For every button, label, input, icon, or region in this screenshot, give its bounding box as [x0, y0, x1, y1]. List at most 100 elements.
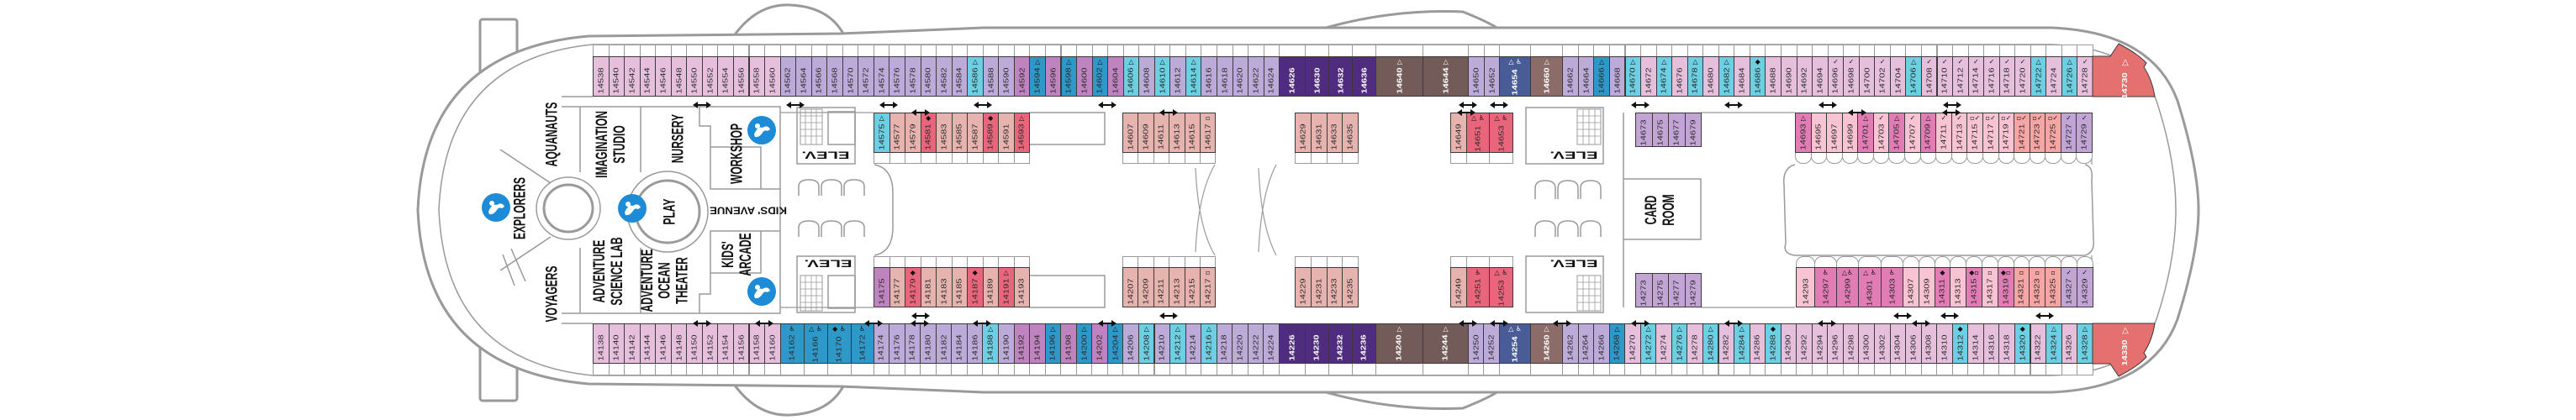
cabin-14180[interactable]: 14180 [920, 323, 937, 364]
cabin-14268[interactable]: △14268 [1608, 323, 1626, 364]
cabin-14554[interactable]: 14554 [717, 56, 734, 97]
cabin-14717[interactable]: ▫✓14717 [1982, 113, 1999, 153]
cabin-14710[interactable]: ✓14710 [1936, 56, 1954, 97]
cabin-14674[interactable]: △14674 [1655, 56, 1673, 97]
cabin-14266[interactable]: 14266 [1593, 323, 1610, 364]
cabin-14323[interactable]: ▫14323 [2029, 267, 2046, 307]
cabin-14284[interactable]: △14284 [1734, 323, 1750, 364]
cabin-14692[interactable]: 14692 [1796, 56, 1813, 97]
cabin-14304[interactable]: 14304 [1889, 323, 1907, 364]
cabin-14214[interactable]: 14214 [1185, 323, 1202, 364]
cabin-14229[interactable]: 14229 [1295, 267, 1312, 307]
cabin-14615[interactable]: 14615 [1184, 113, 1201, 153]
cabin-14604[interactable]: 14604 [1107, 56, 1124, 97]
cabin-14593[interactable]: △14593 [1013, 113, 1030, 153]
cabin-14672[interactable]: 14672 [1640, 56, 1657, 97]
cabin-14598[interactable]: △14598 [1060, 56, 1078, 97]
cabin-14633[interactable]: 14633 [1326, 113, 1343, 153]
cabin-14212[interactable]: △14212 [1169, 323, 1186, 364]
cabin-14613[interactable]: 14613 [1169, 113, 1185, 153]
cabin-14308[interactable]: 14308 [1920, 323, 1938, 364]
cabin-14690[interactable]: 14690 [1781, 56, 1797, 97]
cabin-14620[interactable]: 14620 [1232, 56, 1249, 97]
cabin-14178[interactable]: 14178 [904, 323, 921, 364]
cabin-14704[interactable]: 14704 [1889, 56, 1907, 97]
cabin-14216[interactable]: △14216 [1201, 323, 1217, 364]
cabin-14220[interactable]: 14220 [1232, 323, 1248, 364]
cabin-14292[interactable]: 14292 [1796, 323, 1813, 364]
cabin-14232[interactable]: 14232 [1328, 323, 1353, 364]
cabin-14321[interactable]: ▫14321 [2013, 267, 2030, 307]
cabin-14568[interactable]: 14568 [826, 56, 843, 97]
cabin-14544[interactable]: 14544 [639, 56, 657, 97]
cabin-14580[interactable]: 14580 [920, 56, 937, 97]
cabin-14325[interactable]: ▫14325 [2045, 267, 2061, 307]
cabin-14590[interactable]: 14590 [998, 56, 1015, 97]
cabin-14206[interactable]: 14206 [1122, 323, 1139, 364]
cabin-14649[interactable]: 14649 [1450, 113, 1467, 153]
cabin-14552[interactable]: 14552 [701, 56, 719, 97]
cabin-14574[interactable]: 14574 [873, 56, 890, 97]
cabin-14610[interactable]: △14610 [1153, 56, 1171, 97]
cabin-14588[interactable]: 14588 [982, 56, 1000, 97]
cabin-14307[interactable]: 14307 [1903, 267, 1919, 307]
cabin-14209[interactable]: 14209 [1138, 267, 1154, 307]
cabin-14270[interactable]: 14270 [1624, 323, 1641, 364]
cabin-14172[interactable]: ♿14172 [850, 323, 874, 364]
cabin-14596[interactable]: 14596 [1044, 56, 1062, 97]
cabin-14156[interactable]: 14156 [732, 323, 750, 364]
cabin-14317[interactable]: ▫14317 [1982, 267, 1998, 307]
cabin-14582[interactable]: 14582 [936, 56, 953, 97]
cabin-14142[interactable]: 14142 [624, 323, 641, 364]
cabin-14189[interactable]: 14189 [982, 267, 999, 307]
cabin-14581[interactable]: ◆14581 [920, 113, 937, 153]
cabin-14616[interactable]: 14616 [1201, 56, 1217, 97]
cabin-14213[interactable]: 14213 [1169, 267, 1185, 307]
cabin-14714[interactable]: ✓14714 [1967, 56, 1985, 97]
cabin-14311[interactable]: ◆14311 [1934, 267, 1951, 307]
cabin-14583[interactable]: 14583 [936, 113, 953, 153]
cabin-14556[interactable]: 14556 [732, 56, 750, 97]
cabin-14540[interactable]: 14540 [608, 56, 626, 97]
cabin-14644[interactable]: △14644 [1423, 56, 1470, 97]
cabin-14260[interactable]: △14260 [1530, 323, 1563, 364]
cabin-14550[interactable]: 14550 [686, 56, 703, 97]
cabin-14727[interactable]: ✓14727 [2060, 113, 2077, 153]
cabin-14162[interactable]: ♿14162 [779, 323, 805, 364]
cabin-14546[interactable]: 14546 [655, 56, 672, 97]
cabin-14288[interactable]: ◆14288 [1765, 323, 1782, 364]
cabin-14138[interactable]: 14138 [593, 323, 610, 364]
cabin-14640[interactable]: △14640 [1375, 56, 1424, 97]
cabin-14224[interactable]: 14224 [1263, 323, 1280, 364]
cabin-14721[interactable]: ▫✓14721 [2014, 113, 2030, 153]
cabin-14191[interactable]: △14191 [998, 267, 1015, 307]
cabin-14612[interactable]: 14612 [1169, 56, 1186, 97]
cabin-14166[interactable]: △ ♿14166 [803, 323, 828, 364]
cabin-14316[interactable]: 14316 [1982, 323, 2000, 364]
cabin-14226[interactable]: 14226 [1278, 323, 1306, 364]
cabin-14587[interactable]: 14587 [967, 113, 984, 153]
cabin-14185[interactable]: 14185 [951, 267, 968, 307]
cabin-14678[interactable]: △14678 [1687, 56, 1704, 97]
cabin-14676[interactable]: 14676 [1671, 56, 1688, 97]
cabin-14600[interactable]: 14600 [1076, 56, 1093, 97]
cabin-14668[interactable]: 14668 [1608, 56, 1626, 97]
cabin-14253[interactable]: △ ♿14253 [1489, 267, 1513, 307]
cabin-14622[interactable]: 14622 [1248, 56, 1264, 97]
cabin-14272[interactable]: △14272 [1639, 323, 1657, 364]
cabin-14264[interactable]: 14264 [1577, 323, 1595, 364]
cabin-14327[interactable]: ✓14327 [2061, 267, 2077, 307]
cabin-14614[interactable]: △14614 [1185, 56, 1202, 97]
cabin-14250[interactable]: 14250 [1467, 323, 1485, 364]
cabin-14618[interactable]: 14618 [1217, 56, 1233, 97]
cabin-14686[interactable]: ◆14686 [1749, 56, 1766, 97]
cabin-14252[interactable]: 14252 [1483, 323, 1500, 364]
cabin-14273[interactable]: 14273 [1635, 273, 1653, 307]
cabin-14577[interactable]: 14577 [889, 113, 905, 153]
cabin-14723[interactable]: ▫✓14723 [2029, 113, 2046, 153]
cabin-14729[interactable]: ✓14729 [2076, 113, 2093, 153]
cabin-14279[interactable]: 14279 [1684, 273, 1702, 307]
cabin-14617[interactable]: ▫14617 [1200, 113, 1217, 153]
cabin-14602[interactable]: △14602 [1091, 56, 1109, 97]
cabin-14303[interactable]: ♿14303 [1881, 267, 1903, 307]
